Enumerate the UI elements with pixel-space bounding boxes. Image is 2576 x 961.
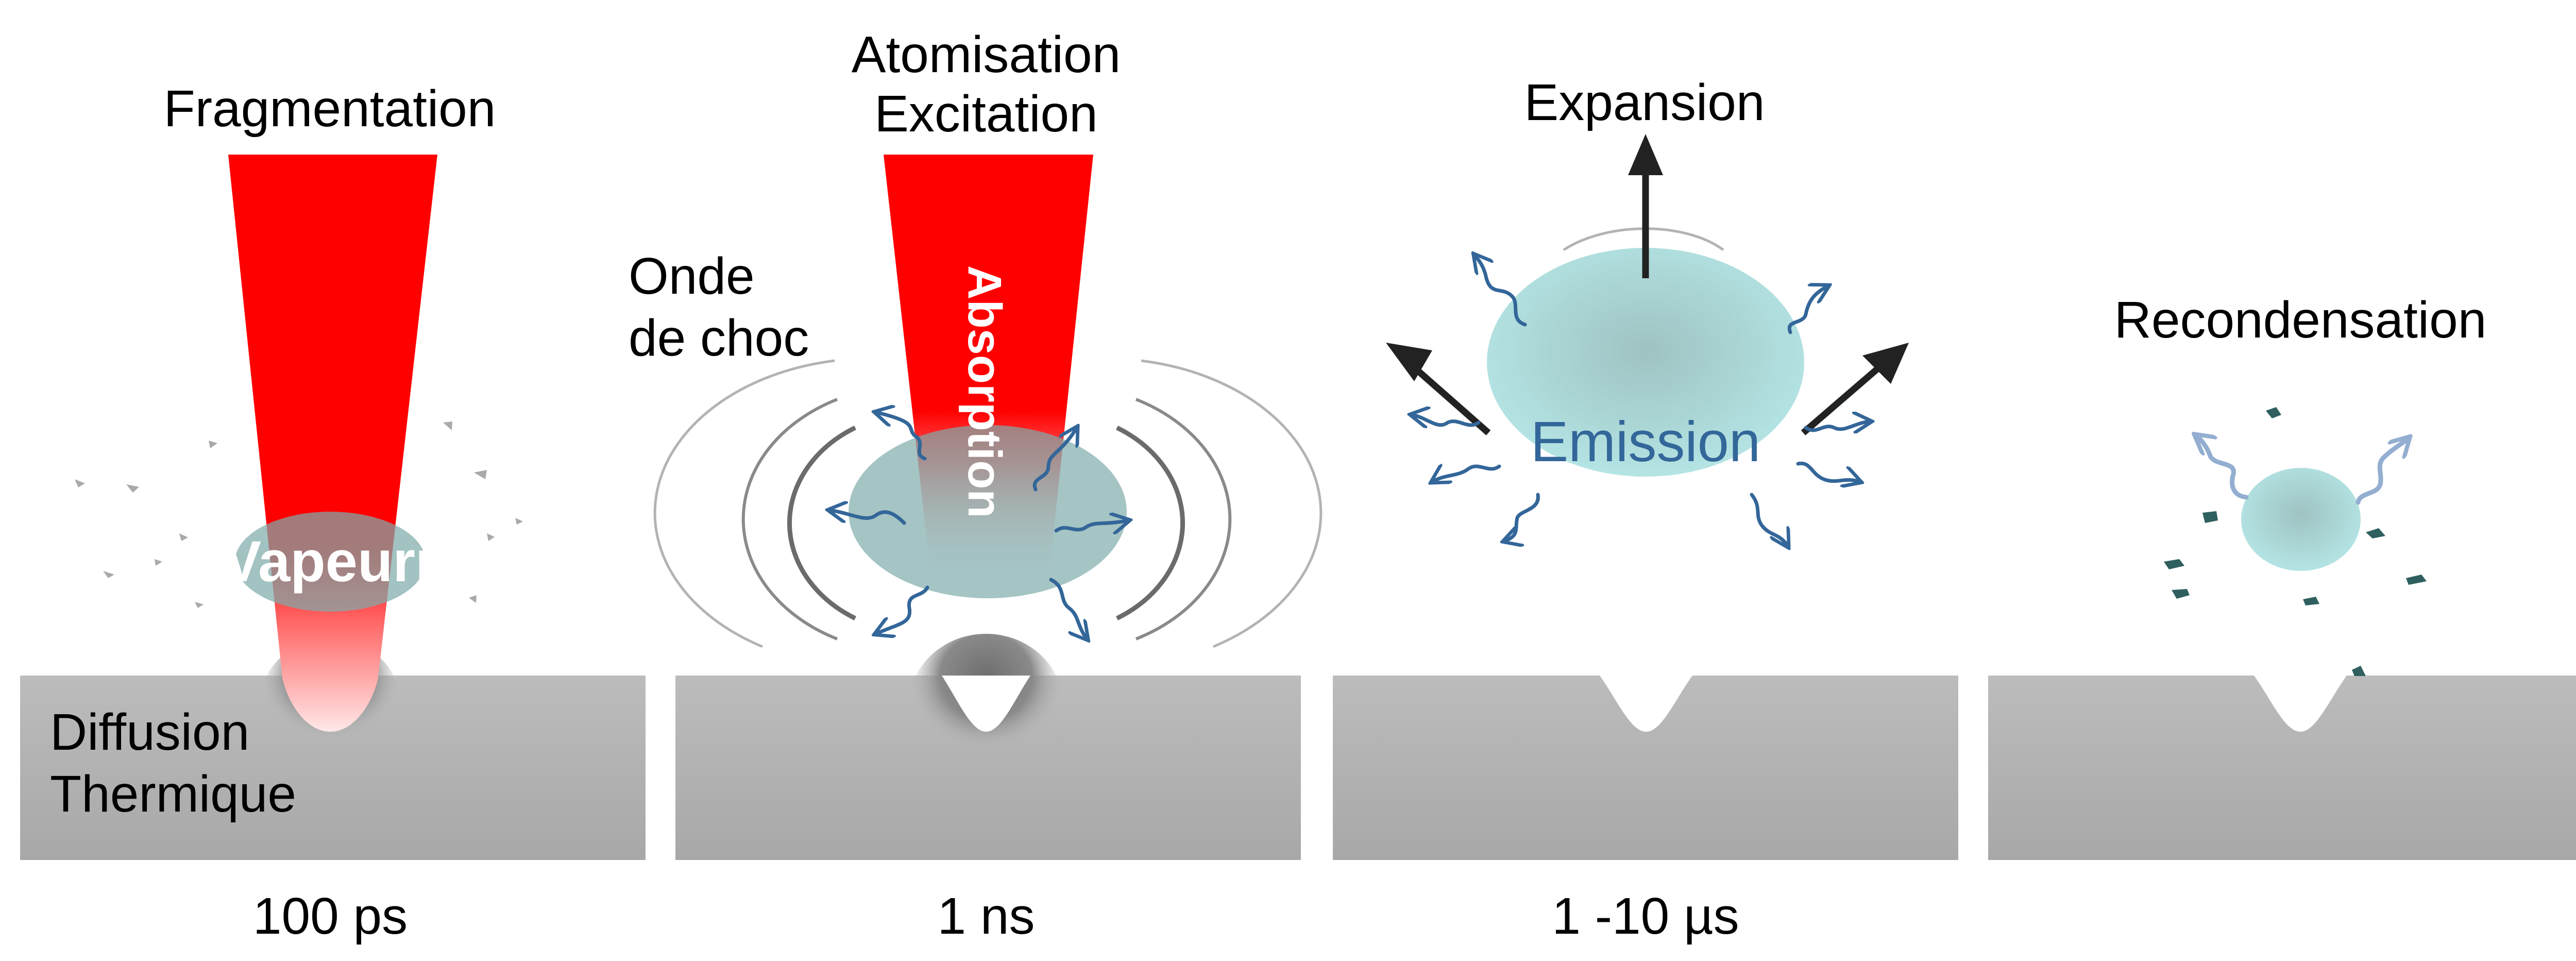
excitation-label: Excitation (874, 85, 1098, 143)
vapor-label: Vapeurr (223, 529, 437, 594)
time-label: 1 -10 µs (1552, 887, 1739, 945)
atomisation-label: Atomisation (852, 26, 1121, 83)
vapor-cloud (235, 512, 426, 612)
time-label: 1 ns (937, 887, 1035, 945)
plasma-remnant (2241, 468, 2361, 571)
shockwave-label-line2: de choc (629, 309, 809, 367)
plasma-plume (1487, 248, 1804, 477)
expansion-label: Expansion (1524, 74, 1765, 131)
shock-waves (653, 359, 1323, 648)
arrow-up-left-icon (1386, 343, 1432, 381)
arrow-up-icon (1628, 134, 1663, 175)
panel-expansion: Expansion Emission 1 -1 (1333, 74, 1958, 945)
shockwave-label-line1: Onde (629, 247, 755, 305)
emission-label: Emission (1531, 410, 1760, 474)
fading-emission-waves (2196, 435, 2409, 505)
panel-fragmentation: Fragmentation Vapeurr Diffusion Thermiqu… (20, 80, 646, 945)
fragmentation-label: Fragmentation (164, 80, 496, 138)
laser-beam (228, 155, 437, 732)
fragments (75, 422, 523, 608)
emission-waves (829, 412, 1128, 639)
absorption-label: Absorption (958, 265, 1011, 518)
arrow-up-right-icon (1862, 343, 1909, 384)
crater (2254, 676, 2347, 732)
emission-waves (1412, 255, 1870, 546)
recondensation-label: Recondensation (2114, 291, 2487, 349)
substrate-label-line2: Thermique (50, 765, 296, 823)
panel-atomisation: Atomisation Excitation Onde de choc Abso… (629, 26, 1323, 945)
time-label: 100 ps (253, 887, 408, 945)
crater (1600, 676, 1692, 732)
substrate-label-line1: Diffusion (50, 703, 249, 761)
crater (942, 676, 1030, 732)
vapor-cloud (849, 425, 1127, 598)
condensed-particles (2164, 407, 2427, 676)
panel-recondensation: Recondensation (1988, 291, 2576, 860)
